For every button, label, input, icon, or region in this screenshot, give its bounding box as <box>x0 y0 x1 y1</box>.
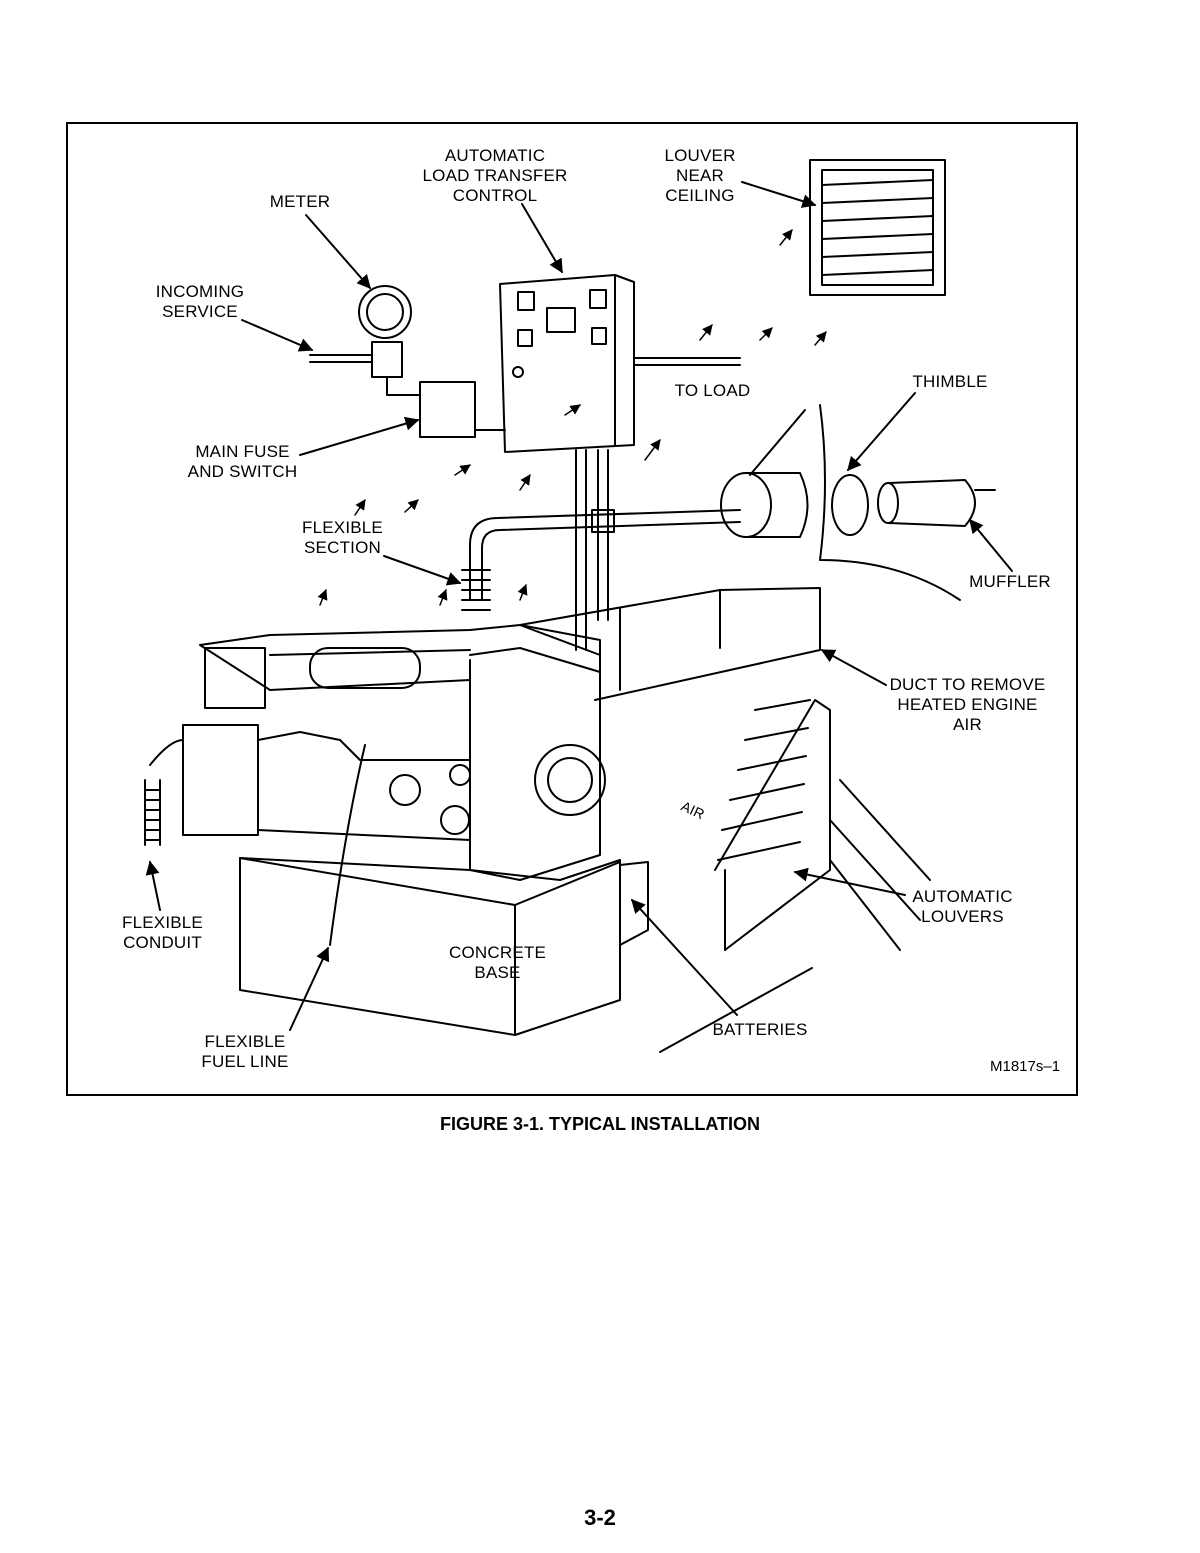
flexible-exhaust-section <box>461 569 491 611</box>
label-flexible-section: FLEXIBLE SECTION <box>302 518 383 557</box>
label-automatic-louvers: AUTOMATIC LOUVERS <box>912 887 1013 926</box>
label-meter: METER <box>269 192 331 211</box>
ceiling-louver <box>809 159 946 296</box>
figure-frame <box>66 122 1078 1096</box>
label-thimble: THIMBLE <box>912 372 988 391</box>
exhaust-system <box>469 404 996 601</box>
label-duct-to-remove-heated-engine-air: DUCT TO REMOVE HEATED ENGINE AIR <box>889 675 1046 734</box>
automatic-louvers <box>714 699 931 951</box>
leader-lines <box>145 181 1013 1053</box>
meter <box>309 285 421 396</box>
label-flexible-conduit: FLEXIBLE CONDUIT <box>122 913 203 952</box>
flexible-fuel-line <box>329 744 366 946</box>
label-incoming-service: INCOMING SERVICE <box>155 282 245 321</box>
label-louver-near-ceiling: LOUVER NEAR CEILING <box>664 146 736 205</box>
flexible-conduit <box>144 779 161 846</box>
concrete-base <box>239 857 649 1036</box>
label-muffler: MUFFLER <box>969 572 1051 591</box>
air-duct <box>519 587 821 701</box>
page-number: 3-2 <box>584 1505 616 1530</box>
label-batteries: BATTERIES <box>712 1020 808 1039</box>
label-concrete-base: CONCRETE BASE <box>449 943 546 982</box>
label-main-fuse-and-switch: MAIN FUSE AND SWITCH <box>187 442 298 481</box>
transfer-control-cabinet <box>499 274 741 651</box>
airflow-arrows <box>317 229 827 606</box>
label-to-load: TO LOAD <box>674 381 751 400</box>
figure-caption: FIGURE 3-1. TYPICAL INSTALLATION <box>439 1114 760 1134</box>
figure-code: M1817s–1 <box>990 1058 1061 1075</box>
label-flexible-fuel-line: FLEXIBLE FUEL LINE <box>201 1032 289 1071</box>
label-automatic-load-transfer-control: AUTOMATIC LOAD TRANSFER CONTROL <box>422 146 568 205</box>
generator-set <box>149 624 606 881</box>
main-fuse-switch <box>419 381 506 438</box>
